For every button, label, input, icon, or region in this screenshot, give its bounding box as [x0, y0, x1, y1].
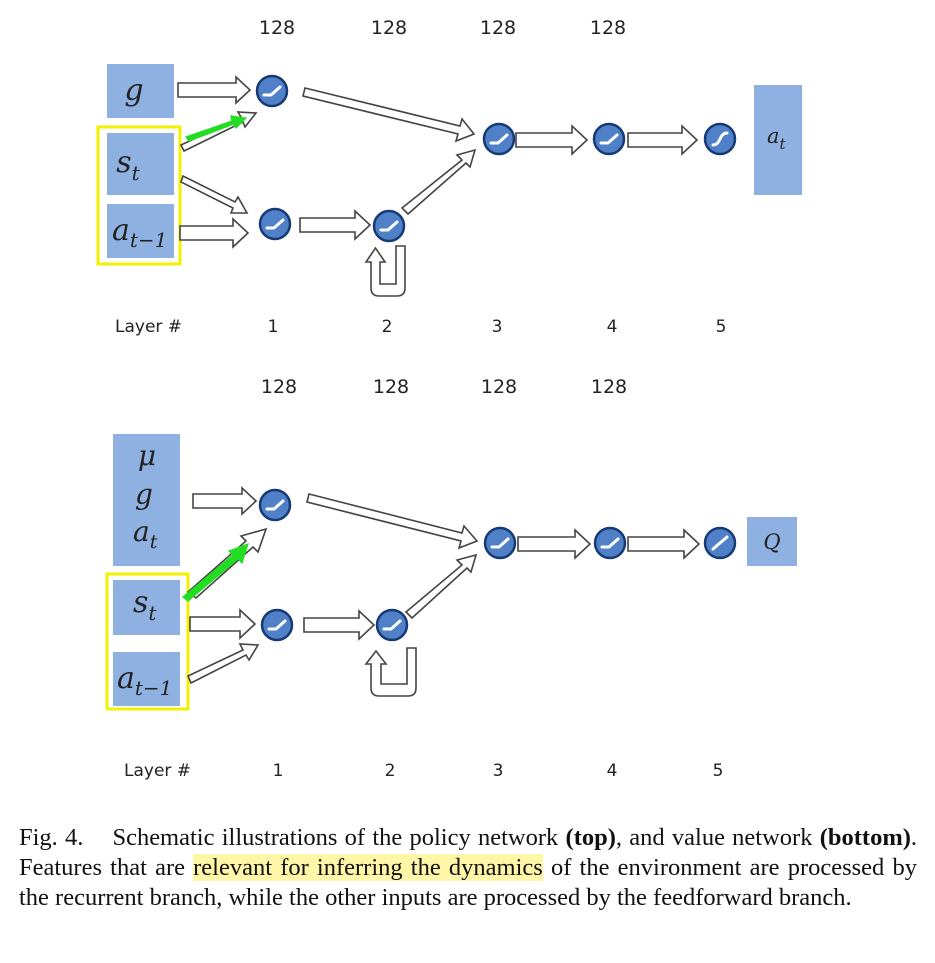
layer-number-2: 2 [382, 317, 393, 337]
figure-number: Fig. 4. [19, 824, 84, 851]
layer2-units: 128 [373, 376, 409, 398]
prev-action-input-label: at−1 [112, 213, 167, 252]
arrow-prev-action-to-l1 [186, 643, 260, 685]
arrow-l1-to-l2 [299, 209, 372, 241]
layer-number-5: 5 [716, 317, 727, 337]
arrow-l1-to-l3 [306, 493, 479, 550]
layer3-units: 128 [481, 376, 517, 398]
recurrent-input-frame [105, 572, 190, 711]
goal-input-box [107, 64, 174, 118]
state-input-box [107, 133, 174, 195]
caption-bottom-label: (bottom) [819, 824, 911, 851]
prev-action-input-box [107, 204, 174, 258]
layer-number-3: 3 [492, 317, 503, 337]
caption-text-3: . Features that are [19, 824, 918, 881]
action-output-box [754, 85, 802, 195]
layer4-units: 128 [591, 376, 627, 398]
caption-text-4: of the environment are processed by the … [19, 854, 917, 911]
node-l3 [482, 122, 516, 156]
arrow-l2-to-l3 [400, 148, 477, 216]
arrow-goal-to-l1 [177, 75, 252, 105]
node-l1-recurrent [260, 608, 294, 642]
state-input-label: st [116, 145, 140, 185]
layer-number-3: 3 [493, 761, 504, 781]
layer-number-1: 1 [273, 761, 284, 781]
feedforward-input-box [113, 434, 180, 566]
layer2-units: 128 [371, 17, 407, 39]
state-input-box [113, 580, 180, 635]
node-l2-recurrent [372, 209, 406, 243]
caption-text-2: , and value network [615, 824, 820, 851]
arrow-feedforward-to-l1 [192, 486, 258, 516]
arrow-l3-to-l4 [517, 528, 592, 560]
figure-caption: Fig. 4. Schematic illustrations of the p… [19, 823, 917, 913]
node-l2-recurrent [375, 608, 409, 642]
node-l5-linear [703, 526, 737, 560]
node-l1-recurrent [258, 207, 292, 241]
goal-input-label: g [124, 73, 143, 108]
arrow-l1-to-l3 [302, 87, 476, 143]
layer-number-2: 2 [385, 761, 396, 781]
layer3-units: 128 [480, 17, 516, 39]
prev-action-input-box [113, 652, 180, 706]
node-l4 [592, 122, 626, 156]
layer-number-4: 4 [607, 761, 618, 781]
action-output-label: at [767, 124, 787, 153]
arrow-prev-action-to-l1 [179, 217, 250, 249]
arrow-state-to-l1-recurrent [189, 608, 257, 640]
recurrent-loop-arrow [364, 245, 406, 297]
recurrent-loop-arrow [364, 647, 417, 697]
arrow-l2-to-l3 [404, 553, 478, 620]
caption-highlight: relevant for inferring the dynamics [193, 854, 543, 881]
mu-input-label: μ [138, 439, 156, 472]
layer-number-5: 5 [713, 761, 724, 781]
value-network: 128 128 128 128 μ g at st at−1 [105, 376, 797, 781]
node-l1-feedforward [258, 488, 292, 522]
node-l5-tanh [703, 122, 737, 156]
node-l4 [593, 526, 627, 560]
green-arrow-state-to-l1 [185, 115, 248, 142]
recurrent-input-frame [96, 125, 182, 266]
network-diagram: 128 128 128 128 g st at−1 [96, 17, 802, 781]
layer4-units: 128 [590, 17, 626, 39]
arrow-l4-to-l5 [627, 124, 699, 156]
goal-input-label: g [135, 478, 153, 511]
policy-network: 128 128 128 128 g st at−1 [96, 17, 802, 337]
q-output-box [747, 517, 797, 566]
prev-action-input-label: at−1 [117, 661, 172, 700]
layer-axis-label: Layer # [124, 761, 191, 781]
action-input-label: at [133, 515, 158, 553]
caption-text-1: Schematic illustrations of the policy ne… [112, 824, 566, 851]
caption-top-label: (top) [565, 824, 616, 851]
arrow-l1-to-l2 [303, 609, 376, 641]
green-arrow-state-to-l1 [182, 543, 249, 602]
arrow-l3-to-l4 [515, 124, 589, 156]
node-l1-feedforward [255, 74, 289, 108]
arrow-state-to-l1-recurrent [180, 174, 249, 214]
node-l3 [483, 526, 517, 560]
state-input-label: st [133, 585, 157, 625]
q-output-label: Q [763, 530, 780, 554]
layer1-units: 128 [259, 17, 295, 39]
layer-number-4: 4 [607, 317, 618, 337]
layer-number-1: 1 [268, 317, 279, 337]
layer1-units: 128 [261, 376, 297, 398]
arrow-l4-to-l5 [627, 528, 701, 560]
layer-axis-label: Layer # [115, 317, 182, 337]
